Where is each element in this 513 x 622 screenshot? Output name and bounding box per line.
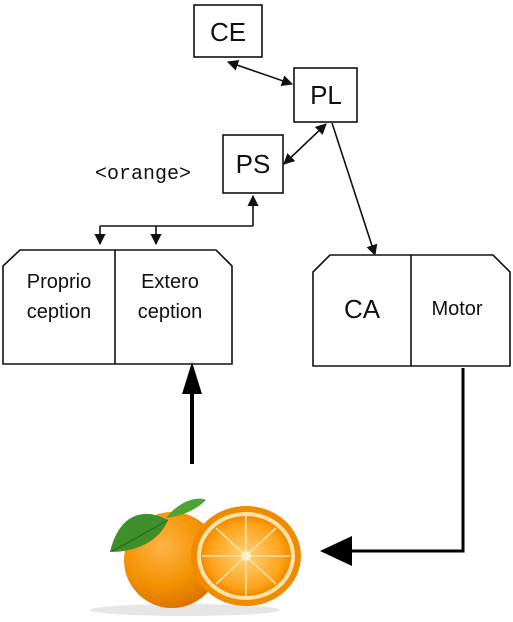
- exteroception-label-1: Extero: [141, 271, 199, 293]
- ps-input-label: <orange>: [95, 163, 191, 186]
- ps-label: PS: [236, 149, 271, 179]
- edge-orange-exteroception: [182, 362, 202, 464]
- perception-module: Proprio ception Extero ception: [2, 249, 233, 365]
- edge-ce-pl: [226, 59, 294, 87]
- ce-label: CE: [210, 17, 246, 47]
- edge-pl-ca: [331, 122, 378, 257]
- exteroception-label-2: ception: [138, 301, 203, 323]
- action-module: CA Motor: [312, 254, 511, 367]
- ps-node: PS: [222, 134, 284, 194]
- proprioception-label-2: ception: [27, 301, 92, 323]
- pl-node: PL: [293, 67, 358, 123]
- ce-node: CE: [193, 4, 263, 58]
- motor-label: Motor: [431, 298, 482, 320]
- ca-label: CA: [344, 294, 381, 324]
- pl-label: PL: [310, 80, 342, 110]
- proprioception-label-1: Proprio: [27, 271, 91, 293]
- orange-fruit-icon: [90, 498, 301, 616]
- edge-pl-ps: [283, 123, 327, 165]
- edge-ps-perception: [94, 194, 259, 246]
- edge-motor-orange: [320, 368, 465, 566]
